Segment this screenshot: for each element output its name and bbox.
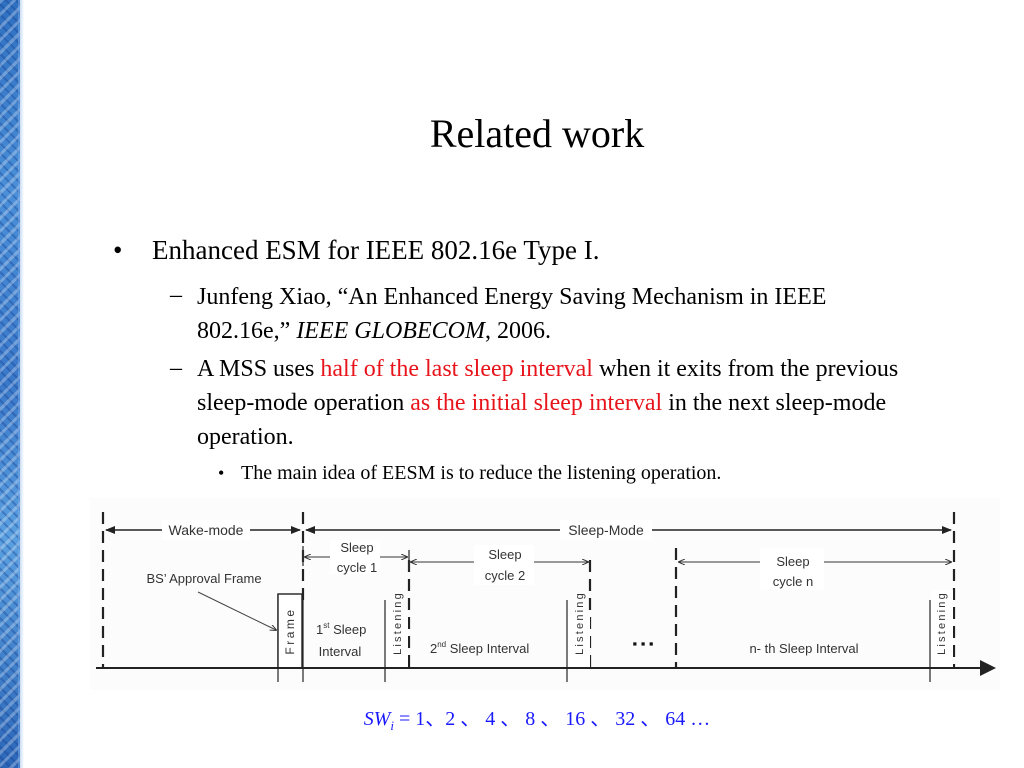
decorative-left-stripe — [0, 0, 20, 768]
sleep-cycle-1-label-b: cycle 1 — [337, 560, 377, 575]
first-sleep-interval-label-b: Interval — [319, 644, 362, 659]
formula-values: = 1、2 、 4 、 8 、 16 、 32 、 64 … — [394, 708, 711, 730]
sleep-mode-timing-diagram: Wake-mode Sleep-Mode Sleep cycle 1 Sleep… — [96, 512, 996, 682]
formula-sw: SW — [363, 708, 391, 730]
first-sleep-interval-label: 1st Sleep — [316, 621, 366, 637]
label-bg — [760, 548, 824, 590]
sleep-cycle-2-label-a: Sleep — [488, 547, 521, 562]
sleep-window-formula: SWi = 1、2 、 4 、 8 、 16 、 32 、 64 … — [0, 706, 1024, 739]
decorative-stripe-fade — [18, 0, 24, 768]
frame-box — [277, 593, 303, 669]
mss-text-1: A MSS uses — [197, 356, 321, 382]
bullet-marker: • — [113, 235, 123, 265]
citation-line-2-end: , 2006. — [484, 318, 551, 344]
citation-line-1: Junfeng Xiao, “An Enhanced Energy Saving… — [197, 284, 827, 310]
label-bg — [162, 520, 250, 540]
timeline-arrowhead — [980, 660, 996, 676]
mss-text-2: when it exits from the previous sleep-mo… — [197, 356, 899, 416]
second-sleep-interval-label: 2nd Sleep Interval — [430, 640, 529, 656]
bullet-enhanced-esm: Enhanced ESM for IEEE 802.16e Type I. — [152, 235, 600, 265]
sleep-mode-label: Sleep-Mode — [568, 522, 644, 538]
sub-bullet-marker: – — [170, 355, 182, 381]
sub-bullet-marker: – — [170, 282, 182, 308]
listening-label: Listening — [936, 591, 948, 655]
bs-approval-frame-label: BS’ Approval Frame — [146, 571, 261, 586]
listening-label: Listening — [392, 591, 404, 655]
mss-text-3: in the next sleep-mode operation. — [197, 390, 887, 450]
label-bg — [330, 540, 380, 574]
sub-sub-bullet-main-idea: The main idea of EESM is to reduce the l… — [241, 462, 722, 484]
listening-slot — [931, 590, 953, 668]
citation-venue: IEEE GLOBECOM — [296, 318, 485, 344]
bs-approval-pointer — [197, 591, 276, 630]
sub-bullet-mss-description: A MSS uses half of the last sleep interv… — [197, 352, 957, 454]
label-bg — [560, 520, 652, 540]
label-bg — [474, 545, 534, 585]
sub-sub-bullet-marker: • — [218, 463, 225, 483]
ellipsis-dots: ▪ ▪ ▪ — [632, 636, 653, 651]
sub-bullet-citation: Junfeng Xiao, “An Enhanced Energy Saving… — [197, 280, 977, 348]
nth-sleep-interval-label: n- th Sleep Interval — [749, 641, 858, 656]
citation-line-2-start: 802.16e,” — [197, 318, 297, 344]
sleep-cycle-2-label-b: cycle 2 — [485, 568, 525, 583]
slide-title: Related work — [429, 111, 645, 156]
formula-subscript: i — [390, 718, 394, 733]
frame-label: Frame — [283, 607, 297, 654]
sleep-cycle-n-label-a: Sleep — [776, 554, 809, 569]
wake-mode-label: Wake-mode — [169, 522, 244, 538]
listening-slot — [386, 610, 408, 668]
listening-slot — [568, 610, 590, 668]
sleep-cycle-1-label-a: Sleep — [340, 540, 373, 555]
sleep-cycle-n-label-b: cycle n — [773, 574, 813, 589]
listening-label: Listening — [574, 591, 586, 655]
highlight-initial-interval: as the initial sleep interval — [410, 390, 663, 416]
highlight-half-last-interval: half of the last sleep interval — [320, 356, 593, 382]
